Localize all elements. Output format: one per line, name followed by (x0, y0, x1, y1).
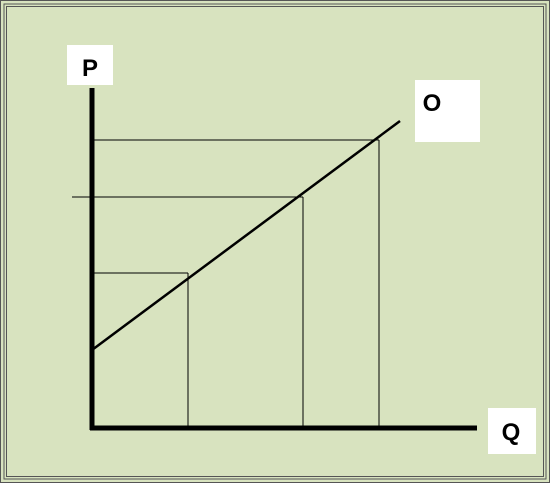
y-label-box (67, 45, 113, 85)
x-axis-label: Q (502, 419, 521, 446)
curve-label: O (423, 90, 442, 117)
curve-label-box (415, 80, 480, 142)
supply-curve (91, 119, 401, 352)
diagram-inner-border-2 (6, 6, 544, 477)
y-axis-label: P (82, 55, 98, 82)
diagram-inner-border (3, 3, 547, 480)
x-label-box (488, 408, 536, 454)
guide-lines (72, 139, 380, 428)
